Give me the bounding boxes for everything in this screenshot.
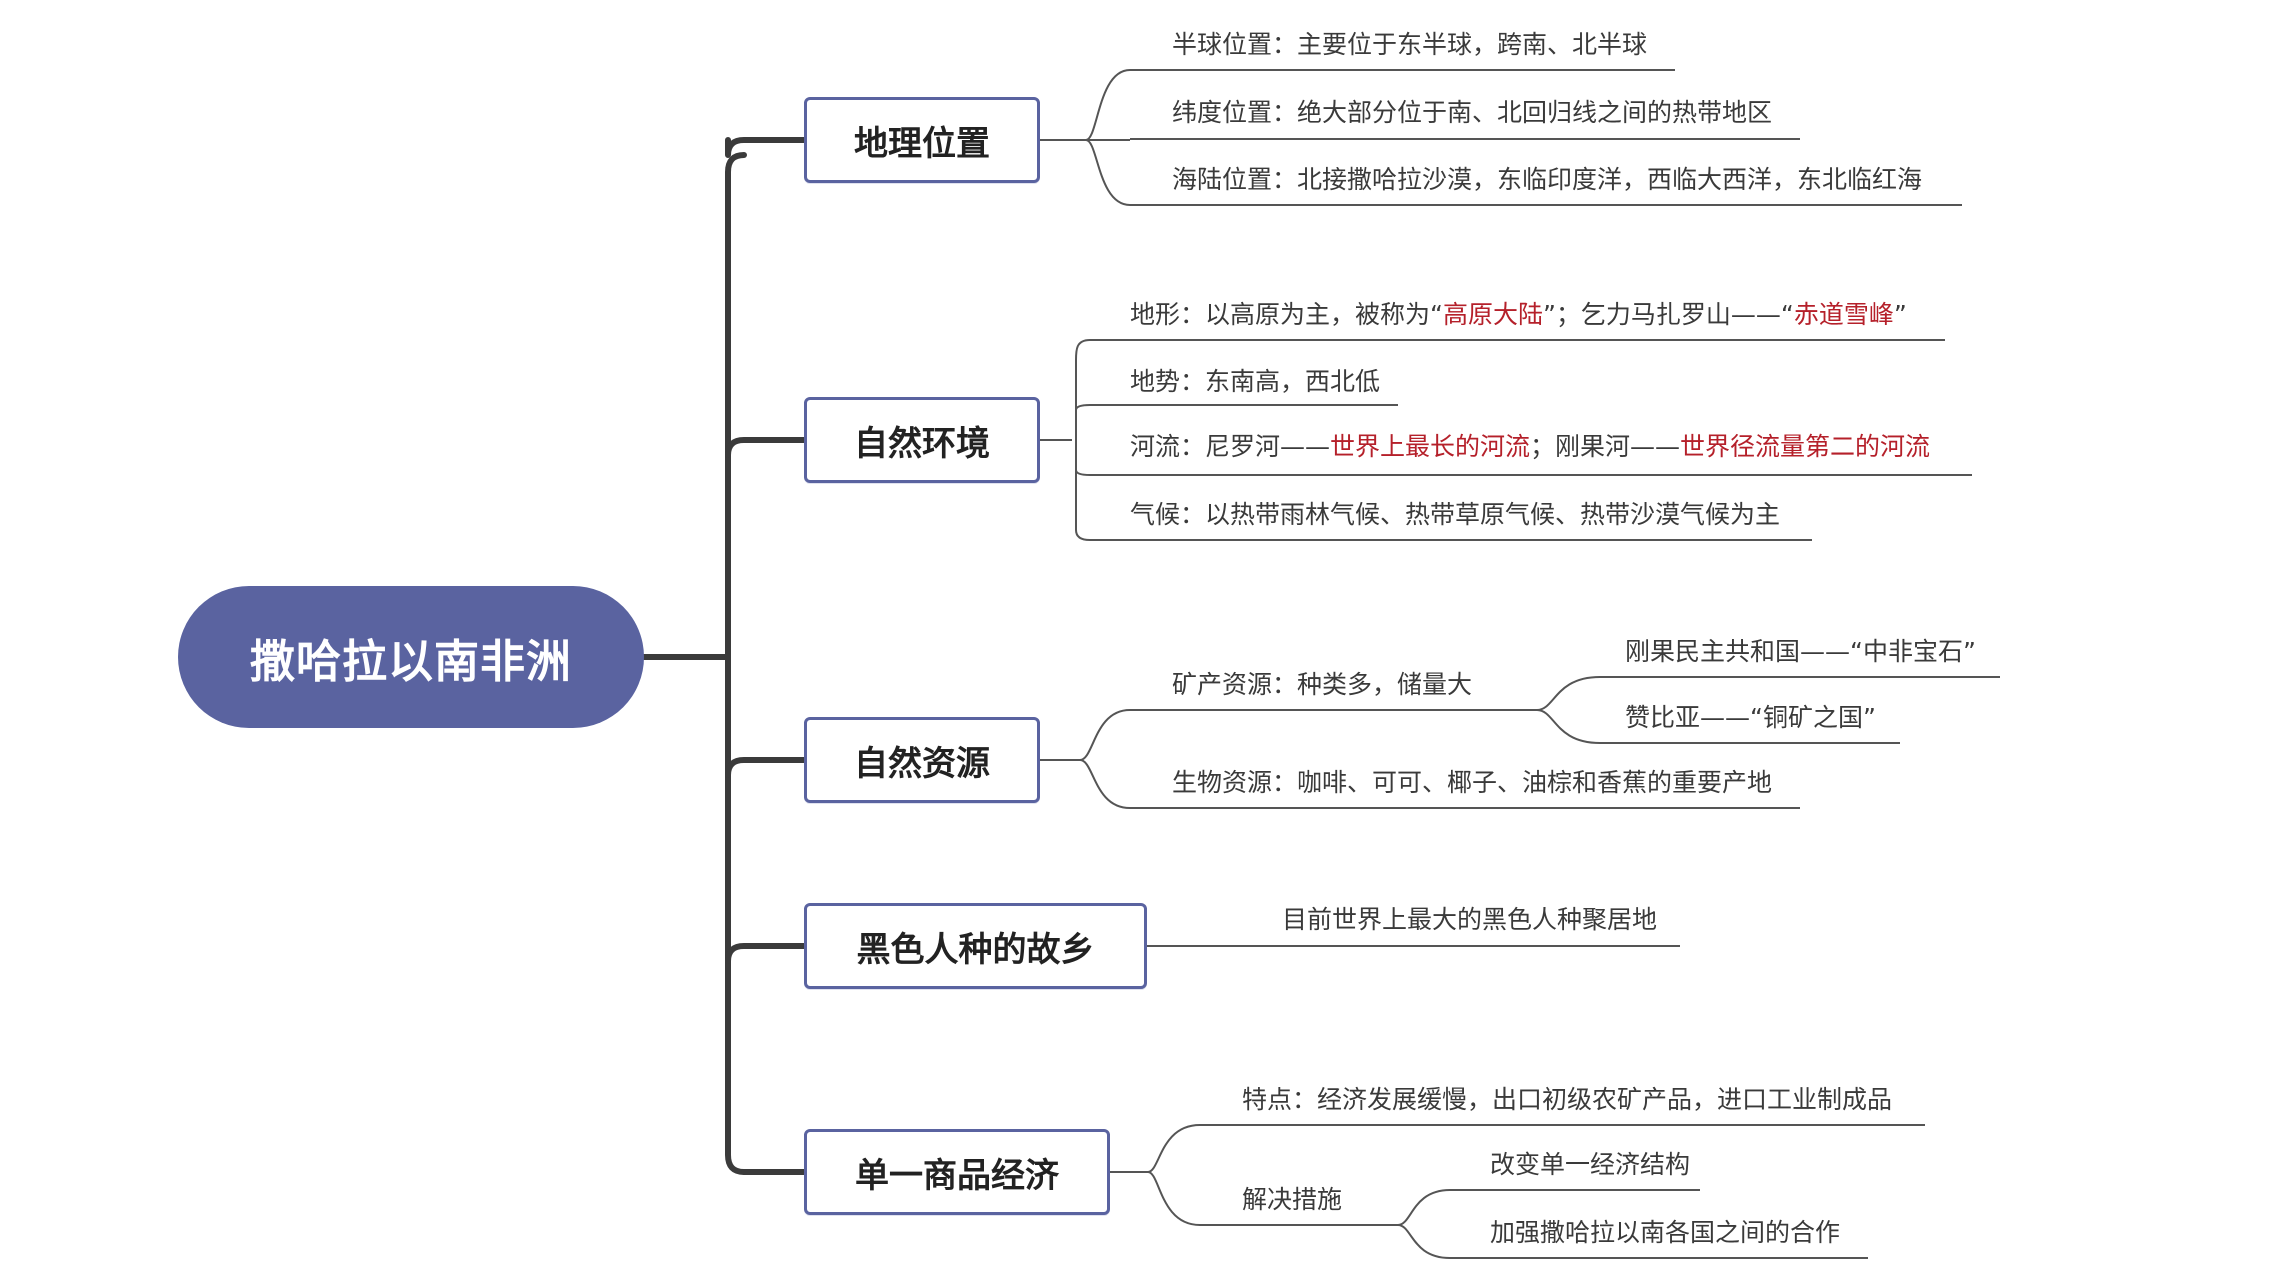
topic-home[interactable]: 黑色人种的故乡: [804, 903, 1147, 989]
connector-econ-leaves: [1110, 1124, 1201, 1226]
connector-trunk-vertical: [725, 152, 747, 1175]
leaf-env-river[interactable]: 河流：尼罗河——世界上最长的河流；刚果河——世界径流量第二的河流: [1130, 432, 1930, 462]
topic-econ[interactable]: 单一商品经济: [804, 1129, 1110, 1215]
connector-to-env: [725, 437, 807, 458]
leaf-env-river-p1: 河流：尼罗河——: [1130, 432, 1331, 461]
leaf-home-settlement[interactable]: 目前世界上最大的黑色人种聚居地: [1282, 905, 1658, 934]
connector-econ-measures-sub: [1397, 1189, 1451, 1259]
leaf-geo-land-sea[interactable]: 海陆位置：北接撒哈拉沙漠，东临印度洋，西临大西洋，东北临红海: [1172, 165, 1923, 194]
leaf-env-river-highlight-1: 世界上最长的河流: [1330, 432, 1531, 461]
topic-res[interactable]: 自然资源: [804, 717, 1040, 803]
connector-env-leaves: [1040, 339, 1091, 541]
leaf-env-terrain-p3: ”: [1893, 300, 1907, 329]
leaf-env-terrain[interactable]: 地形：以高原为主，被称为“高原大陆”；乞力马扎罗山——“赤道雪峰”: [1130, 300, 1907, 330]
leaf-env-climate[interactable]: 气候：以热带雨林气候、热带草原气候、热带沙漠气候为主: [1130, 500, 1781, 529]
leaf-res-mineral-zambia[interactable]: 赞比亚——“铜矿之国”: [1625, 703, 1876, 732]
connector-to-res: [725, 757, 807, 778]
leaf-econ-measures[interactable]: 解决措施: [1242, 1185, 1343, 1214]
leaf-geo-latitude[interactable]: 纬度位置：绝大部分位于南、北回归线之间的热带地区: [1172, 98, 1773, 127]
connector-to-geo: [725, 137, 807, 158]
leaf-econ-feature[interactable]: 特点：经济发展缓慢，出口初级农矿产品，进口工业制成品: [1242, 1085, 1893, 1114]
leaf-env-slope[interactable]: 地势：东南高，西北低: [1130, 367, 1381, 396]
topic-geo[interactable]: 地理位置: [804, 97, 1040, 183]
leaf-env-terrain-highlight-1: 高原大陆: [1442, 300, 1543, 329]
connector-res-leaves: [1040, 709, 1131, 809]
leaf-econ-measure-2[interactable]: 加强撒哈拉以南各国之间的合作: [1490, 1218, 1841, 1247]
leaf-res-mineral-drc[interactable]: 刚果民主共和国——“中非宝石”: [1625, 637, 1976, 666]
leaf-env-river-highlight-2: 世界径流量第二的河流: [1680, 432, 1931, 461]
connector-to-home: [725, 943, 807, 964]
leaf-res-bio[interactable]: 生物资源：咖啡、可可、椰子、油棕和香蕉的重要产地: [1172, 768, 1773, 797]
connector-geo-leaves: [1040, 69, 1131, 206]
leaf-env-terrain-p2: ”；乞力马扎罗山——“: [1542, 300, 1794, 329]
topic-env[interactable]: 自然环境: [804, 397, 1040, 483]
connector-res-mineral-sub: [1536, 676, 1601, 744]
leaf-env-terrain-p1: 地形：以高原为主，被称为“: [1130, 300, 1443, 329]
root-node[interactable]: 撒哈拉以南非洲: [178, 586, 644, 728]
leaf-env-river-p2: ；刚果河——: [1530, 432, 1681, 461]
leaf-geo-hemisphere[interactable]: 半球位置：主要位于东半球，跨南、北半球: [1172, 30, 1648, 59]
leaf-econ-measure-1[interactable]: 改变单一经济结构: [1490, 1150, 1691, 1179]
leaf-env-terrain-highlight-2: 赤道雪峰: [1793, 300, 1894, 329]
leaf-res-mineral[interactable]: 矿产资源：种类多，储量大: [1172, 670, 1473, 699]
